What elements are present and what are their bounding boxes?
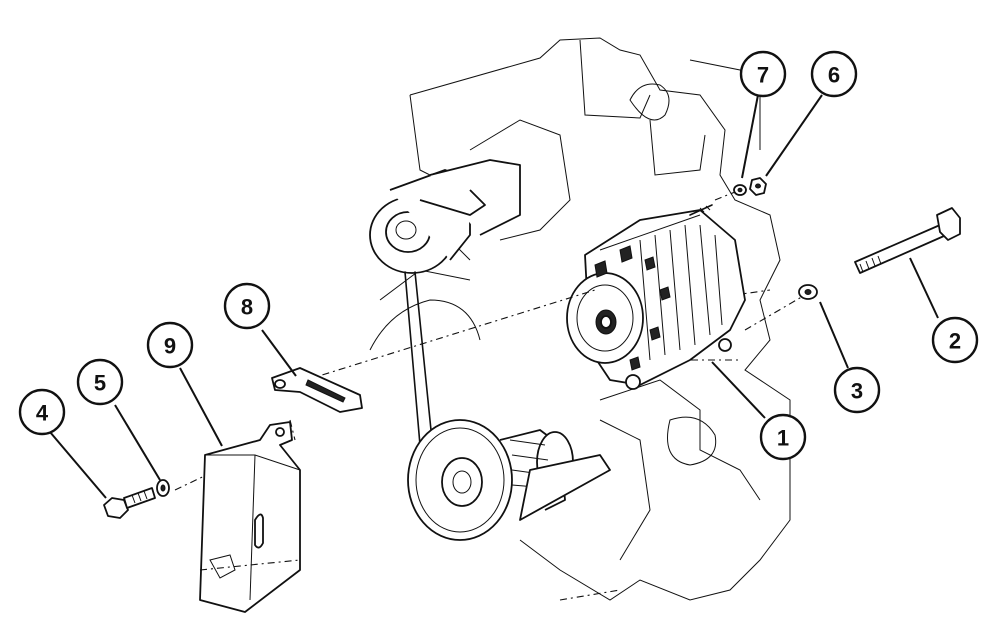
callout-8: 8: [223, 282, 271, 330]
callout-label-1: 1: [777, 426, 789, 451]
leader-3: [819, 301, 849, 369]
leader-2: [909, 257, 939, 319]
washer-3: [798, 284, 818, 300]
callout-label-8: 8: [241, 295, 253, 320]
callout-label-9: 9: [164, 334, 176, 359]
adjusting-bracket: [271, 367, 363, 413]
callout-label-7: 7: [757, 63, 769, 88]
callout-label-2: 2: [949, 329, 961, 354]
nut-6: [749, 177, 767, 196]
leader-6: [765, 94, 823, 177]
leader-4: [49, 431, 107, 499]
callout-2: 2: [931, 316, 979, 364]
screw-4: [103, 487, 156, 519]
leader-7: [741, 94, 759, 179]
callout-label-4: 4: [36, 401, 49, 426]
leader-8: [261, 329, 297, 377]
leader-9: [179, 367, 223, 447]
washer-5: [156, 479, 170, 497]
callout-label-5: 5: [94, 371, 106, 396]
callout-7: 7: [739, 50, 787, 98]
callout-1: 1: [759, 413, 807, 461]
callout-label-6: 6: [828, 63, 840, 88]
callout-6: 6: [810, 50, 858, 98]
alternator: [566, 204, 746, 390]
callout-4: 4: [18, 388, 66, 436]
bolt: [854, 207, 961, 274]
belt-guard: [199, 421, 301, 613]
callout-9: 9: [146, 321, 194, 369]
callout-5: 5: [76, 358, 124, 406]
callout-label-3: 3: [851, 379, 863, 404]
leader-5: [114, 404, 161, 481]
fan-belt: [404, 271, 433, 446]
washer-7: [733, 184, 747, 196]
crankshaft-pulley: [407, 419, 611, 541]
leader-lines: [49, 94, 939, 499]
leader-1: [711, 361, 766, 419]
callout-3: 3: [833, 366, 881, 414]
water-pump-pulley: [369, 159, 521, 274]
